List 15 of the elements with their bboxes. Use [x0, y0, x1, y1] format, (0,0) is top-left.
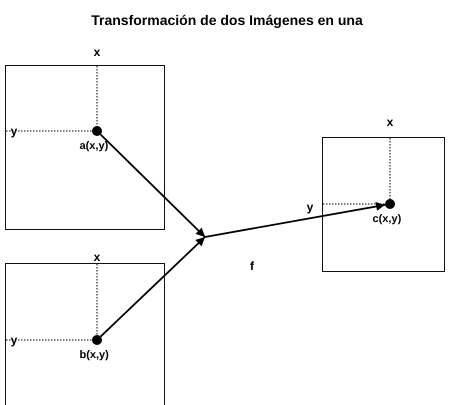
arrow: [100, 236, 206, 338]
function-label: f: [250, 259, 254, 273]
point-label: b(x,y): [80, 348, 109, 360]
image-frame: [322, 137, 445, 272]
point-label: a(x,y): [80, 140, 108, 152]
diagram-title: Transformación de dos Imágenes en una: [90, 12, 364, 28]
axis-label: x: [94, 45, 100, 59]
arrow: [100, 134, 206, 238]
axis-label: y: [306, 200, 314, 214]
image-frame: [5, 263, 165, 405]
axis-label: x: [386, 115, 394, 129]
image-frame: [5, 65, 165, 230]
arrow: [204, 202, 386, 238]
point-label: c(x,y): [372, 212, 402, 224]
axis-label: x: [94, 250, 100, 264]
